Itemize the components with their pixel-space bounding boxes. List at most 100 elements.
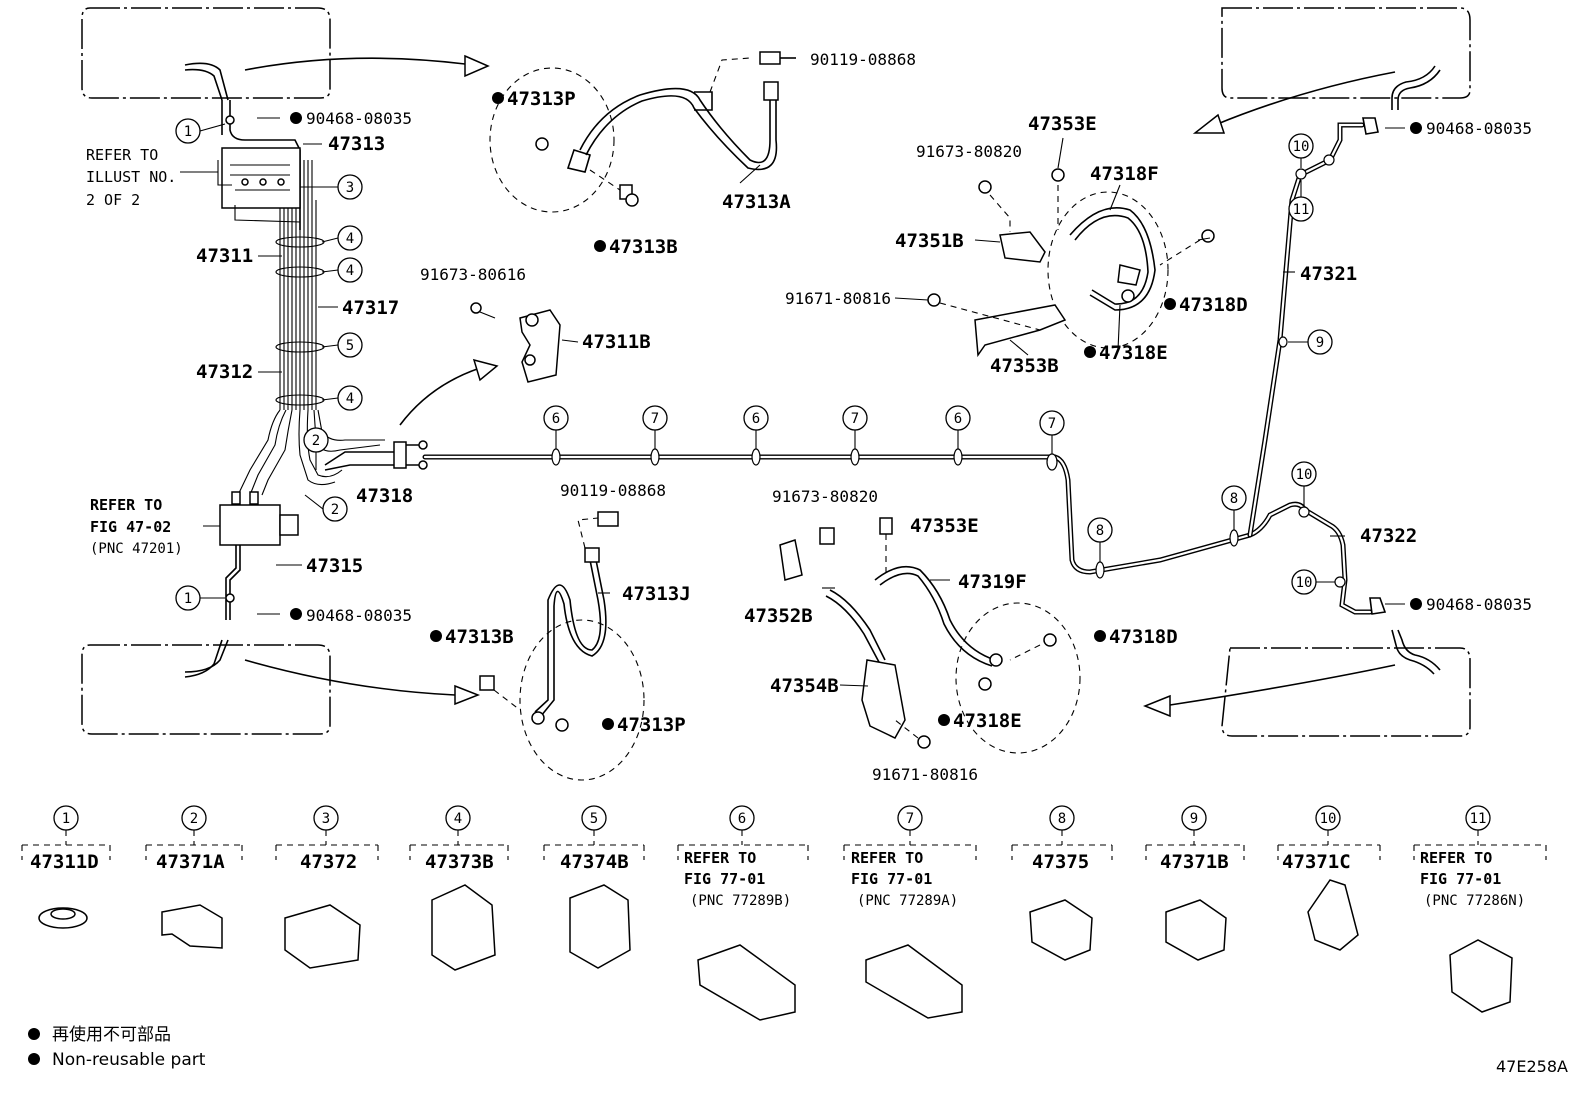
key-item-4: 4 47373B: [409, 805, 509, 971]
svg-text:6: 6: [552, 411, 560, 427]
label-47313B-top: 47313B: [609, 236, 678, 258]
svg-text:REFER TO: REFER TO: [684, 849, 756, 867]
label-47318: 47318: [356, 485, 413, 507]
label-47313A: 47313A: [722, 191, 791, 213]
label-47317: 47317: [342, 297, 399, 319]
svg-text:7: 7: [651, 411, 659, 427]
key-item-2: 2 47371A: [145, 805, 243, 949]
label-47352B: 47352B: [744, 605, 813, 627]
key-item-5: 5 47374B: [543, 805, 645, 969]
legend-en: Non-reusable part: [52, 1050, 206, 1070]
front-right-hose-detail: [927, 168, 1215, 358]
svg-text:7: 7: [1048, 416, 1056, 432]
label-90119-bot: 90119-08868: [560, 481, 666, 500]
svg-text:9: 9: [1190, 811, 1198, 827]
label-47315: 47315: [306, 555, 363, 577]
rear-left-hose-detail: [479, 511, 645, 781]
label-91673-80616: 91673-80616: [420, 265, 526, 284]
label-90119-top: 90119-08868: [810, 50, 916, 69]
key-item-10: 10 47371C: [1277, 805, 1381, 951]
svg-text:(PNC 77289A): (PNC 77289A): [857, 893, 958, 909]
wheel-box-rear-left: [81, 639, 481, 735]
refer-note-illust: REFER TO ILLUST NO. 2 OF 2: [86, 146, 232, 209]
svg-text:ILLUST NO.: ILLUST NO.: [86, 168, 176, 186]
svg-text:FIG 77-01: FIG 77-01: [1420, 870, 1501, 888]
rear-brake-pipe: [324, 117, 1387, 615]
svg-text:REFER TO: REFER TO: [851, 849, 923, 867]
part-labels: 47313P 90119-08868 47313A 47313B 90468-0…: [196, 50, 1532, 784]
svg-text:8: 8: [1230, 491, 1238, 507]
svg-text:10: 10: [1293, 139, 1310, 155]
svg-text:47374B: 47374B: [560, 851, 629, 873]
svg-text:47375: 47375: [1032, 851, 1089, 873]
label-47321: 47321: [1300, 263, 1357, 285]
label-47313B-bot: 47313B: [445, 626, 514, 648]
svg-text:47371C: 47371C: [1282, 851, 1351, 873]
label-47353E-bot: 47353E: [910, 515, 979, 537]
svg-text:10: 10: [1320, 811, 1337, 827]
label-47354B: 47354B: [770, 675, 839, 697]
brake-line-bundle: [219, 100, 385, 620]
svg-text:FIG 77-01: FIG 77-01: [851, 870, 932, 888]
svg-text:7: 7: [851, 411, 859, 427]
svg-text:47371B: 47371B: [1160, 851, 1229, 873]
front-left-hose-detail: [489, 51, 796, 213]
label-47319F: 47319F: [958, 571, 1027, 593]
svg-text:8: 8: [1096, 523, 1104, 539]
key-item-7: 7 REFER TO FIG 77-01 (PNC 77289A): [843, 805, 977, 1019]
svg-text:3: 3: [322, 811, 330, 827]
label-47311B: 47311B: [582, 331, 651, 353]
label-90468-tr: 90468-08035: [1426, 119, 1532, 138]
label-47318F: 47318F: [1090, 163, 1159, 185]
label-47311: 47311: [196, 245, 253, 267]
label-47313J: 47313J: [622, 583, 691, 605]
svg-text:7: 7: [906, 811, 914, 827]
svg-text:2: 2: [331, 502, 339, 518]
refer-note-fig4702: REFER TO FIG 47-02 (PNC 47201): [90, 496, 220, 557]
label-47312: 47312: [196, 361, 253, 383]
leader-lines: [257, 117, 1405, 687]
label-47313: 47313: [328, 133, 385, 155]
bracket-47311B: [470, 302, 561, 383]
svg-text:1: 1: [184, 591, 192, 607]
label-47351B: 47351B: [895, 230, 964, 252]
legend: 再使用不可部品 Non-reusable part: [28, 1024, 206, 1070]
wheel-box-front-left: [81, 7, 490, 101]
label-47318E-top: 47318E: [1099, 342, 1168, 364]
svg-text:2: 2: [312, 433, 320, 449]
svg-text:10: 10: [1296, 575, 1313, 591]
label-90468-tl: 90468-08035: [306, 109, 412, 128]
svg-text:9: 9: [1316, 335, 1324, 351]
label-47353E-top: 47353E: [1028, 113, 1097, 135]
svg-text:(PNC 77286N): (PNC 77286N): [1424, 893, 1525, 909]
label-91671-80816-top: 91671-80816: [785, 289, 891, 308]
wheel-box-rear-right: [1142, 629, 1471, 737]
label-90468-bl: 90468-08035: [306, 606, 412, 625]
rear-right-hose-detail: [779, 517, 1081, 754]
svg-text:5: 5: [346, 338, 354, 354]
svg-text:FIG 47-02: FIG 47-02: [90, 518, 171, 536]
svg-text:(PNC 47201): (PNC 47201): [90, 541, 183, 557]
label-47313P-bot: 47313P: [617, 714, 686, 736]
svg-text:6: 6: [954, 411, 962, 427]
svg-text:11: 11: [1470, 811, 1487, 827]
svg-text:11: 11: [1293, 202, 1310, 218]
label-47318E-bot: 47318E: [953, 710, 1022, 732]
svg-text:6: 6: [738, 811, 746, 827]
label-91671-80816-bot: 91671-80816: [872, 765, 978, 784]
key-item-1: 1 47311D: [21, 805, 111, 929]
svg-text:REFER TO: REFER TO: [86, 146, 158, 164]
label-91673-80820-top: 91673-80820: [916, 142, 1022, 161]
svg-text:FIG 77-01: FIG 77-01: [684, 870, 765, 888]
svg-text:4: 4: [346, 263, 354, 279]
svg-text:REFER TO: REFER TO: [90, 496, 162, 514]
svg-text:47373B: 47373B: [425, 851, 494, 873]
svg-text:4: 4: [454, 811, 462, 827]
label-91673-80820-bot: 91673-80820: [772, 487, 878, 506]
svg-text:5: 5: [590, 811, 598, 827]
svg-text:6: 6: [752, 411, 760, 427]
svg-text:2 OF 2: 2 OF 2: [86, 191, 140, 209]
svg-text:1: 1: [62, 811, 70, 827]
